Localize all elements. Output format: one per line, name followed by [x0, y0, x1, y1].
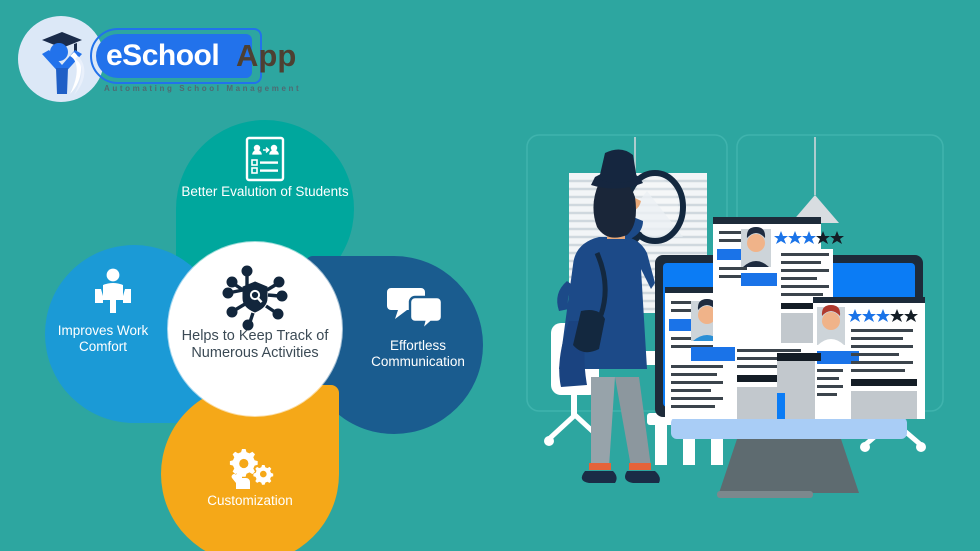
- shoe-right: [625, 471, 660, 483]
- shoe-left: [581, 471, 617, 483]
- petal-label: Improves Work Comfort: [57, 323, 149, 354]
- leg-left: [591, 377, 615, 467]
- handbag: [573, 310, 605, 353]
- graduate-student-icon: [42, 32, 85, 95]
- hat-crown: [599, 149, 637, 183]
- diagram-hub[interactable]: Helps to Keep Track of Numerous Activiti…: [168, 242, 342, 416]
- recruiter-illustration: [515, 125, 975, 525]
- profile-card-right: [813, 297, 925, 419]
- sock-right: [629, 463, 651, 470]
- hub-label: Helps to Keep Track of Numerous Activiti…: [181, 328, 329, 361]
- leg-right: [615, 377, 651, 467]
- screen-divider-blue: [777, 393, 785, 419]
- star-rating-right: [848, 309, 918, 322]
- hand-gears-icon: [229, 449, 274, 489]
- logo-pill-outline: [90, 28, 262, 84]
- petal-label: Effortless Communication: [371, 338, 465, 369]
- logo-name-primary: eSchool: [106, 39, 220, 72]
- hair: [593, 180, 636, 238]
- arm-on-hip: [557, 281, 575, 311]
- lamp-shade: [791, 195, 839, 223]
- sock-left: [589, 463, 611, 470]
- woman-with-magnifying-glass: [557, 149, 686, 483]
- person-in-armchair-icon: [94, 268, 131, 313]
- profile-card-top: [713, 217, 844, 345]
- star-rating-top: [774, 231, 844, 244]
- screen-divider-dark: [777, 353, 821, 361]
- logo-pill: [96, 34, 252, 78]
- brand-logo: eSchool App Automating School Management: [8, 8, 308, 108]
- bag-strap: [594, 251, 608, 316]
- network-nodes-shield-icon: [222, 265, 288, 331]
- benefits-petal-diagram: Better Evalution of Students Improves Wo…: [45, 120, 485, 551]
- logo-tagline: Automating School Management: [104, 84, 302, 93]
- petal-label: Customization: [207, 493, 293, 508]
- student-report-card-icon: [245, 136, 285, 182]
- logo-name-secondary: App: [236, 38, 297, 73]
- petal-label: Better Evalution of Students: [181, 184, 349, 199]
- speech-bubbles-icon: [387, 288, 444, 330]
